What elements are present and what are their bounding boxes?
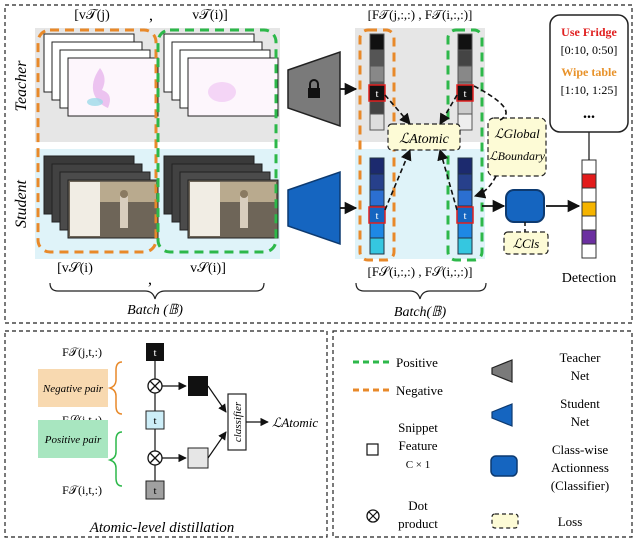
legend-classwise-3: (Classifier) [551, 478, 609, 493]
legend-student-1: Student [560, 396, 600, 411]
legend-teacher-net-icon [491, 359, 513, 383]
teacher-negative-frames [43, 33, 159, 117]
legend-dot-2: product [398, 516, 438, 531]
legend-snippet-3: C × 1 [406, 459, 431, 471]
teacher-positive-frames [163, 33, 279, 117]
student-negative-frames [43, 155, 159, 239]
negative-selection-box-left [36, 28, 158, 254]
teacher-row-label: Teacher [13, 60, 30, 112]
pos-product-square [187, 447, 209, 469]
arrow-global-to-student [473, 175, 497, 199]
t-marker-student-neg [368, 206, 386, 224]
student-network [287, 170, 341, 246]
teacher-feature-column-i [457, 33, 473, 131]
student-feature-column-pos [457, 157, 473, 255]
legend-loss-label: Loss [558, 514, 583, 529]
detection-time-2: [1:10, 1:25] [561, 83, 618, 97]
detection-result-box [549, 14, 629, 133]
legend-loss-swatch [491, 513, 519, 529]
student-feature-label: [F𝒮(i,:,:) , F𝒮(i,:,:)] [368, 264, 473, 279]
t-marker-student-pos [456, 206, 474, 224]
legend-snippet-2: Feature [399, 438, 438, 453]
arrow-teacher-j-atomic [384, 94, 411, 125]
legend-negative-label: Negative [396, 383, 443, 398]
batch-brace-left [49, 282, 265, 300]
arrow-student-pos-atomic [437, 148, 458, 211]
atomic-teacher-j-snippet [146, 343, 164, 361]
boundary-loss-label: ℒBoundary [489, 149, 546, 163]
top-panel-frame [4, 4, 633, 324]
atomic-loss-label: ℒAtomic [399, 132, 450, 147]
cls-loss-label: ℒCls [513, 236, 540, 251]
t-marker-student-neg-text: t [375, 210, 378, 222]
batch-label-left: Batch (𝔹) [127, 303, 183, 318]
t-marker-teacher-i [456, 84, 474, 102]
atomic-teacher-i-t: t [153, 485, 156, 497]
atomic-classifier-label: classifier [232, 401, 244, 442]
positive-pair-brace [107, 431, 123, 487]
atomic-ft-j-label: F𝒯(j,t,:) [62, 345, 102, 359]
positive-pair-label: Positive pair [44, 434, 102, 446]
student-feature-column-neg [369, 157, 385, 255]
lock-icon [308, 79, 320, 98]
atomic-caption: Atomic-level distillation [89, 520, 235, 536]
teacher-feature-label: [F𝒯(j,:,:) , F𝒯(i,:,:)] [368, 7, 473, 22]
legend-classwise-2: Actionness [551, 460, 609, 475]
legend-student-2: Net [571, 414, 590, 429]
student-positive-frames [163, 155, 279, 239]
detection-ellipsis: ... [583, 105, 595, 122]
detection-bar [581, 159, 597, 259]
arrow-teacher-to-global [473, 85, 507, 121]
t-marker-teacher-j [368, 84, 386, 102]
atomic-loss-output: ℒAtomic [272, 415, 318, 430]
legend-classifier-icon [490, 455, 518, 477]
legend-dot-1: Dot [408, 498, 428, 513]
legend-teacher-1: Teacher [560, 350, 602, 365]
cls-loss-box [503, 231, 549, 255]
t-marker-teacher-i-text: t [463, 88, 466, 100]
atomic-loss-box [387, 123, 461, 151]
detection-time-1: [0:10, 0:50] [561, 43, 618, 57]
student-comma: , [148, 271, 152, 288]
student-video-i-neg-label: [v𝒮(i) [57, 261, 93, 276]
atomic-ft-i-label: F𝒯(i,t,:) [62, 483, 102, 497]
atomic-teacher-j-t: t [153, 347, 156, 359]
bottom-right-frame [332, 330, 633, 538]
positive-pair-box [38, 420, 108, 458]
neg-product-square [188, 376, 208, 396]
legend-snippet-1: Snippet [398, 420, 438, 435]
t-marker-teacher-j-text: t [375, 88, 378, 100]
legend-student-net-icon [491, 403, 513, 427]
student-video-i-pos-label: v𝒮(i)] [190, 261, 226, 276]
teacher-feature-column-j [369, 33, 385, 131]
negative-pair-brace [107, 361, 123, 415]
arrow-student-neg-atomic [384, 148, 412, 211]
t-marker-student-pos-text: t [463, 210, 466, 222]
arrow-teacher-i-atomic [439, 94, 458, 125]
bottom-left-frame [4, 330, 328, 538]
batch-brace-right [355, 282, 487, 300]
detection-label-2: Wipe table [561, 65, 617, 79]
legend-positive-label: Positive [396, 355, 438, 370]
teacher-comma: , [149, 7, 153, 24]
teacher-video-i-label: v𝒯(i)] [192, 8, 228, 23]
teacher-video-j-label: [v𝒯(j) [74, 8, 110, 23]
global-boundary-loss-box [487, 117, 547, 177]
legend-teacher-2: Net [571, 368, 590, 383]
positive-selection-box-left [156, 28, 278, 254]
classifier-block [505, 189, 545, 223]
global-loss-label: ℒGlobal [494, 126, 540, 141]
student-row-label: Student [13, 179, 30, 228]
legend-classwise-1: Class-wise [552, 442, 609, 457]
negative-pair-box [38, 369, 108, 407]
batch-label-right: Batch(𝔹) [394, 305, 447, 320]
negative-pair-label: Negative pair [42, 383, 104, 395]
detection-label-1: Use Fridge [561, 25, 617, 39]
legend-snippet-swatch [366, 443, 379, 456]
detection-label: Detection [562, 271, 616, 286]
atomic-student-t: t [153, 415, 156, 427]
